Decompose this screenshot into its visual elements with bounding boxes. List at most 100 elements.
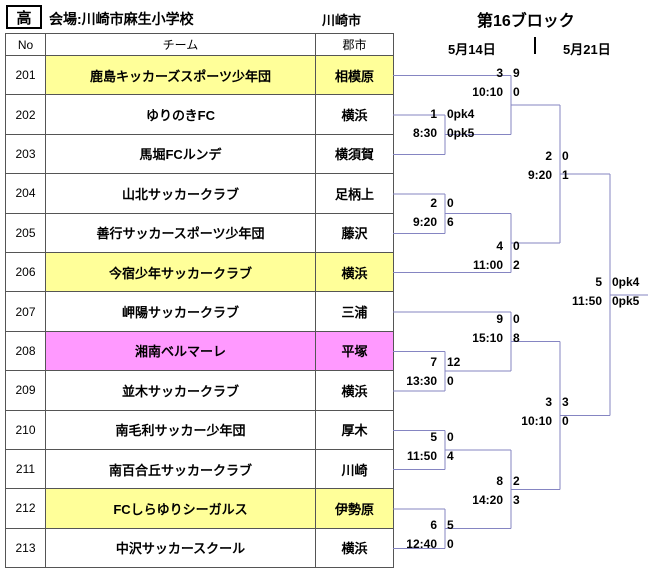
table-header-row: No チーム 郡市 (5, 33, 394, 56)
table-row: 205 善行サッカースポーツ少年団 藤沢 (5, 212, 394, 253)
lower-score: 0 (562, 414, 569, 428)
district-cell: 横須賀 (315, 133, 394, 175)
match-number: 4 (496, 239, 503, 253)
team-name-cell: 湘南ベルマーレ (45, 330, 316, 372)
lower-score: 0 (447, 537, 454, 551)
team-name-cell: 馬堀FCルンデ (45, 133, 316, 175)
lower-score: 6 (447, 215, 454, 229)
table-row: 212 FCしらゆりシーガルス 伊勢原 (5, 488, 394, 529)
team-name-cell: FCしらゆりシーガルス (45, 488, 316, 529)
district-cell: 横浜 (315, 94, 394, 135)
match-number: 3 (545, 395, 552, 409)
team-no-cell: 204 (5, 173, 46, 214)
lower-score: 1 (562, 168, 569, 182)
team-name-cell: 岬陽サッカークラブ (45, 291, 316, 332)
date-separator (534, 37, 536, 54)
upper-score: 0 (447, 430, 454, 444)
match-annotation-m10: 8 2 14:20 3 (459, 474, 551, 508)
match-annotation-m4: 4 0 11:00 2 (459, 239, 551, 273)
table-row: 204 山北サッカークラブ 足柄上 (5, 173, 394, 214)
match-annotation-m11: 3 3 10:10 0 (508, 395, 600, 429)
team-name-cell: 善行サッカースポーツ少年団 (45, 212, 316, 253)
team-no-cell: 210 (5, 409, 46, 450)
match-annotation-m3: 2 0 9:20 6 (393, 196, 485, 230)
match-number: 8 (496, 474, 503, 488)
match-number: 5 (430, 430, 437, 444)
kickoff-time: 11:50 (571, 294, 602, 308)
table-row: 201 鹿島キッカーズスポーツ少年団 相模原 (5, 54, 394, 96)
team-name-cell: 南百合丘サッカークラブ (45, 448, 316, 490)
match-number: 5 (595, 275, 602, 289)
match-number: 6 (430, 518, 437, 532)
grade-box: 高 (6, 5, 42, 29)
table-row: 206 今宿少年サッカークラブ 横浜 (5, 251, 394, 293)
upper-score: 0pk4 (612, 275, 640, 289)
team-name-cell: 山北サッカークラブ (45, 173, 316, 214)
match-number: 1 (430, 107, 437, 121)
table-row: 203 馬堀FCルンデ 横須賀 (5, 133, 394, 175)
upper-score: 12 (447, 355, 461, 369)
match-number: 7 (430, 355, 437, 369)
upper-score: 0 (562, 149, 569, 163)
lower-score: 0 (447, 374, 454, 388)
table-row: 213 中沢サッカースクール 横浜 (5, 527, 394, 569)
kickoff-time: 11:50 (406, 449, 437, 463)
upper-score: 0 (513, 312, 520, 326)
match-annotation-m5: 2 0 9:20 1 (508, 149, 600, 183)
match-number: 9 (496, 312, 503, 326)
match-annotation-m1: 1 0pk4 8:30 0pk5 (393, 107, 485, 141)
district-cell: 川崎 (315, 448, 394, 490)
lower-score: 0 (513, 85, 520, 99)
district-cell: 横浜 (315, 527, 394, 569)
col-header-district: 郡市 (315, 33, 394, 56)
team-no-cell: 209 (5, 370, 46, 411)
kickoff-time: 10:10 (521, 414, 552, 428)
table-row: 211 南百合丘サッカークラブ 川崎 (5, 448, 394, 490)
city-label: 川崎市 (322, 13, 362, 28)
table-row: 207 岬陽サッカークラブ 三浦 (5, 291, 394, 332)
district-cell: 平塚 (315, 330, 394, 372)
lower-score: 2 (513, 258, 520, 272)
match-annotation-m2: 3 9 10:10 0 (459, 66, 551, 100)
team-no-cell: 205 (5, 212, 46, 253)
match-number: 3 (496, 66, 503, 80)
team-no-cell: 213 (5, 527, 46, 569)
team-no-cell: 206 (5, 251, 46, 293)
lower-score: 0pk5 (447, 126, 475, 140)
match-annotation-m6: 7 12 13:30 0 (393, 355, 485, 389)
lower-score: 3 (513, 493, 520, 507)
team-table: No チーム 郡市 201 鹿島キッカーズスポーツ少年団 相模原 202 ゆりの… (5, 33, 394, 569)
lower-score: 4 (447, 449, 454, 463)
team-no-cell: 207 (5, 291, 46, 332)
district-cell: 横浜 (315, 370, 394, 411)
match-number: 2 (430, 196, 437, 210)
team-name-cell: 中沢サッカースクール (45, 527, 316, 569)
upper-score: 2 (513, 474, 520, 488)
table-row: 202 ゆりのきFC 横浜 (5, 94, 394, 135)
table-row: 210 南毛利サッカー少年団 厚木 (5, 409, 394, 450)
kickoff-time: 9:20 (412, 215, 437, 229)
match-annotation-m8: 5 0 11:50 4 (393, 430, 485, 464)
match-number: 2 (545, 149, 552, 163)
match-annotation-m9: 6 5 12:40 0 (393, 518, 485, 552)
team-no-cell: 212 (5, 488, 46, 529)
kickoff-time: 13:30 (406, 374, 437, 388)
team-no-cell: 201 (5, 54, 46, 96)
kickoff-time: 10:10 (472, 85, 503, 99)
district-cell: 三浦 (315, 291, 394, 332)
district-cell: 伊勢原 (315, 488, 394, 529)
team-name-cell: 南毛利サッカー少年団 (45, 409, 316, 450)
team-name-cell: 並木サッカークラブ (45, 370, 316, 411)
upper-score: 5 (447, 518, 454, 532)
venue-title: 会場:川崎市麻生小学校 (49, 11, 194, 27)
col-header-no: No (5, 33, 46, 56)
kickoff-time: 15:10 (472, 331, 503, 345)
upper-score: 3 (562, 395, 569, 409)
team-no-cell: 202 (5, 94, 46, 135)
district-cell: 藤沢 (315, 212, 394, 253)
col-header-team: チーム (45, 33, 316, 56)
match-annotation-m7: 9 0 15:10 8 (459, 312, 551, 346)
block-title: 第16ブロック (477, 13, 575, 30)
district-cell: 相模原 (315, 54, 394, 96)
upper-score: 0 (513, 239, 520, 253)
